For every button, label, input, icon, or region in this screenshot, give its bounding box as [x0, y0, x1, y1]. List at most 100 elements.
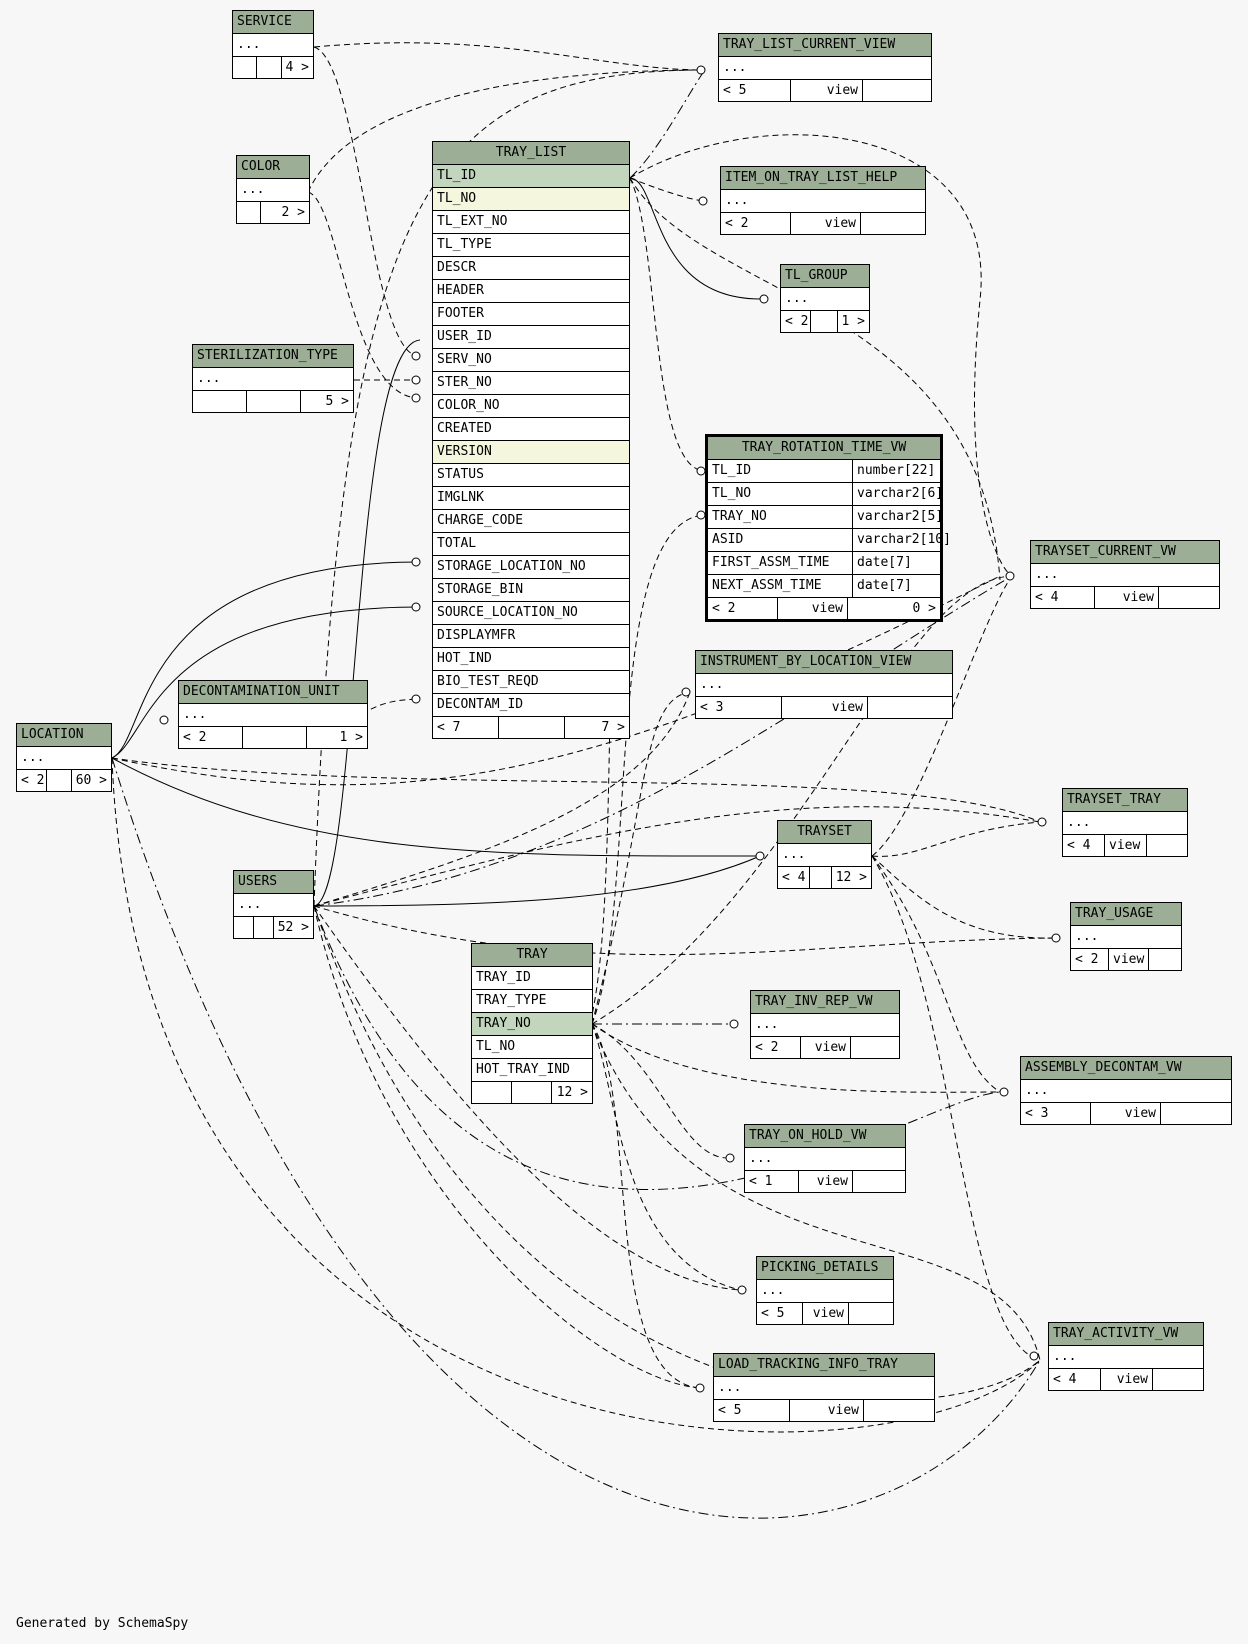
- edge-trayset-activity: [871, 855, 1041, 1361]
- footer-prev[interactable]: < 2: [751, 1037, 801, 1058]
- table-users[interactable]: USERS ... 52 >: [233, 870, 314, 939]
- footer-next[interactable]: 60 >: [75, 773, 107, 788]
- table-title: ITEM_ON_TRAY_LIST_HELP: [721, 167, 925, 190]
- column-row: ...: [778, 844, 871, 867]
- footer-prev[interactable]: < 5: [714, 1400, 790, 1421]
- table-tray[interactable]: TRAY TRAY_ID TRAY_TYPE TRAY_NO TL_NO HOT…: [471, 943, 593, 1104]
- edge-location-load: [111, 757, 1041, 1519]
- edge-location-source: [111, 606, 421, 759]
- table-tl-group[interactable]: TL_GROUP ... < 2 1 >: [780, 264, 870, 333]
- table-service[interactable]: SERVICE ... 4 >: [232, 10, 314, 79]
- edge-color-tlcv: [307, 69, 706, 193]
- table-color[interactable]: COLOR ... 2 >: [236, 155, 310, 224]
- footer-prev[interactable]: < 2: [708, 598, 778, 619]
- footer-next[interactable]: 7 >: [601, 720, 625, 735]
- table-location[interactable]: LOCATION ... < 2 60 >: [16, 723, 112, 792]
- table-footer: < 5 view: [757, 1303, 893, 1324]
- column-bio-test-reqd: BIO_TEST_REQD: [433, 671, 629, 694]
- footer-prev[interactable]: < 2: [17, 770, 47, 791]
- table-tray-on-hold-vw[interactable]: TRAY_ON_HOLD_VW ... < 1 view: [744, 1124, 906, 1193]
- footer-prev[interactable]: < 2: [179, 727, 243, 748]
- column-row: ...: [1049, 1346, 1203, 1369]
- table-trayset-current-vw[interactable]: TRAYSET_CURRENT_VW ... < 4 view: [1030, 540, 1220, 609]
- footer-prev[interactable]: < 3: [696, 697, 782, 718]
- table-footer: < 1 view: [745, 1171, 905, 1192]
- footer-prev[interactable]: < 5: [719, 80, 791, 101]
- footer-view: view: [799, 1171, 853, 1192]
- column-total: TOTAL: [433, 533, 629, 556]
- footer-next: [1153, 1369, 1203, 1390]
- footer-next[interactable]: 12 >: [556, 1085, 588, 1100]
- column-row: ...: [751, 1014, 899, 1037]
- column-tl-type: TL_TYPE: [433, 234, 629, 257]
- table-title: TRAY_ROTATION_TIME_VW: [708, 437, 940, 460]
- table-item-on-tray-list-help[interactable]: ITEM_ON_TRAY_LIST_HELP ... < 2 view: [720, 166, 926, 235]
- table-title: TRAYSET_TRAY: [1063, 789, 1187, 812]
- table-title: TRAY_USAGE: [1071, 903, 1181, 926]
- footer-next[interactable]: 1 >: [339, 730, 363, 745]
- table-title: LOAD_TRACKING_INFO_TRAY: [714, 1354, 934, 1377]
- footer-next[interactable]: 52 >: [277, 920, 309, 935]
- footer-next[interactable]: 12 >: [835, 870, 867, 885]
- footer-prev[interactable]: < 2: [721, 213, 791, 234]
- column-tray-type: TRAY_TYPE: [472, 990, 592, 1013]
- column-tray-id: TRAY_ID: [472, 967, 592, 990]
- table-tray-inv-rep-vw[interactable]: TRAY_INV_REP_VW ... < 2 view: [750, 990, 900, 1059]
- table-tray-usage[interactable]: TRAY_USAGE ... < 2 view: [1070, 902, 1182, 971]
- table-load-tracking-info-tray[interactable]: LOAD_TRACKING_INFO_TRAY ... < 5 view: [713, 1353, 935, 1422]
- footer-prev[interactable]: < 4: [1049, 1369, 1101, 1390]
- edge-users-tlcv: [313, 69, 706, 907]
- edge-location-storage: [111, 561, 421, 759]
- table-footer: < 5 view: [714, 1400, 934, 1421]
- footer-prev[interactable]: < 4: [778, 867, 810, 888]
- table-footer: < 2 60 >: [17, 770, 111, 791]
- table-footer: < 2 view: [721, 213, 925, 234]
- table-footer: 12 >: [472, 1082, 592, 1103]
- column-type: varchar2[6]: [857, 486, 944, 501]
- footer-next[interactable]: 4 >: [285, 60, 309, 75]
- footer-prev[interactable]: < 1: [745, 1171, 799, 1192]
- column-tl-no: TL_NO: [472, 1036, 592, 1059]
- table-title: DECONTAMINATION_UNIT: [179, 681, 367, 704]
- table-footer: < 4 view: [1031, 587, 1219, 608]
- table-footer: < 2 view 0 >: [708, 598, 940, 619]
- edge-trayset-traysettray: [871, 821, 1041, 857]
- footer-prev[interactable]: < 5: [757, 1303, 803, 1324]
- footer-next[interactable]: 5 >: [325, 394, 349, 409]
- edge-location-activity: [111, 757, 1041, 1433]
- table-sterilization-type[interactable]: STERILIZATION_TYPE ... 5 >: [192, 344, 354, 413]
- footer-view: view: [778, 598, 848, 619]
- footer-next[interactable]: 1 >: [841, 314, 865, 329]
- table-picking-details[interactable]: PICKING_DETAILS ... < 5 view: [756, 1256, 894, 1325]
- footer-view: [47, 770, 72, 791]
- footer-next[interactable]: 0 >: [912, 601, 936, 616]
- column-row: ...: [1031, 564, 1219, 587]
- footer-prev[interactable]: [233, 57, 258, 78]
- footer-view: view: [1091, 1103, 1161, 1124]
- footer-next[interactable]: 2 >: [281, 205, 305, 220]
- footer-prev[interactable]: < 4: [1031, 587, 1095, 608]
- footer-prev[interactable]: < 3: [1021, 1103, 1091, 1124]
- column-ster-no: STER_NO: [433, 372, 629, 395]
- footer-prev[interactable]: < 7: [433, 717, 499, 738]
- table-tray-list[interactable]: TRAY_LIST TL_ID TL_NO TL_EXT_NO TL_TYPE …: [432, 141, 630, 739]
- footer-prev[interactable]: < 2: [1071, 949, 1109, 970]
- table-tray-activity-vw[interactable]: TRAY_ACTIVITY_VW ... < 4 view: [1048, 1322, 1204, 1391]
- footer-prev[interactable]: < 4: [1063, 835, 1105, 856]
- table-trayset-tray[interactable]: TRAYSET_TRAY ... < 4 view: [1062, 788, 1188, 857]
- table-tray-list-current-view[interactable]: TRAY_LIST_CURRENT_VIEW ... < 5 view: [718, 33, 932, 102]
- table-decontamination-unit[interactable]: DECONTAMINATION_UNIT ... < 2 1 >: [178, 680, 368, 749]
- footer-prev[interactable]: < 2: [781, 311, 811, 332]
- table-assembly-decontam-vw[interactable]: ASSEMBLY_DECONTAM_VW ... < 3 view: [1020, 1056, 1232, 1125]
- column-color-no: COLOR_NO: [433, 395, 629, 418]
- column-hot-tray-ind: HOT_TRAY_IND: [472, 1059, 592, 1082]
- table-title: PICKING_DETAILS: [757, 1257, 893, 1280]
- column-status: STATUS: [433, 464, 629, 487]
- footer-view: view: [791, 80, 863, 101]
- table-trayset[interactable]: TRAYSET ... < 4 12 >: [777, 820, 872, 889]
- footer-view: [247, 391, 301, 412]
- table-instrument-by-location-view[interactable]: INSTRUMENT_BY_LOCATION_VIEW ... < 3 view: [695, 650, 953, 719]
- column-footer: FOOTER: [433, 303, 629, 326]
- edge-trayset-usage: [871, 855, 1057, 939]
